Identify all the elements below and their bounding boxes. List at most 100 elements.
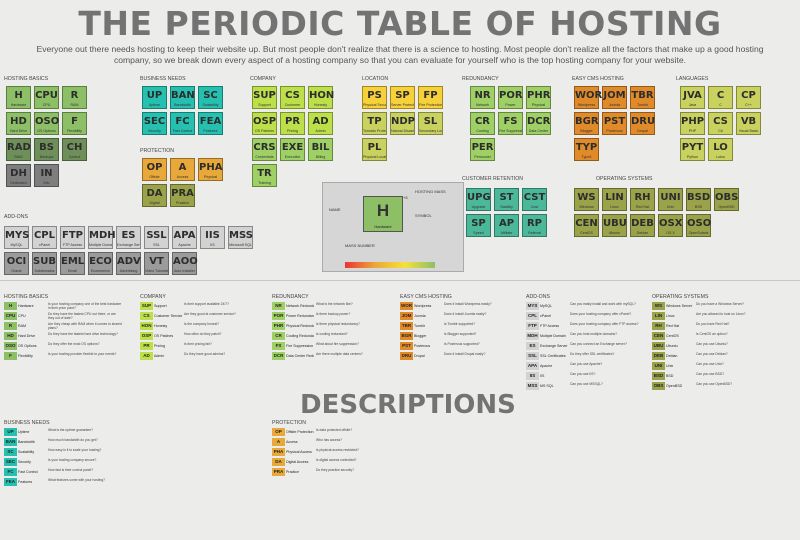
desc-name: Data Center Redundancy: [286, 354, 314, 358]
tile-symbol: NR: [474, 90, 491, 101]
tile-name: cPanel: [39, 243, 50, 247]
desc-symbol: FEA: [4, 478, 17, 486]
group-label-add-ons: ADD-ONS: [4, 214, 28, 220]
tile-name: Honesty: [313, 103, 328, 107]
desc-symbol: MYS: [526, 302, 539, 310]
tile-symbol: TP: [367, 116, 382, 127]
tile-symbol: ADV: [117, 256, 141, 267]
desc-symbol: R: [4, 322, 17, 330]
group-label-hosting-basics: HOSTING BASICS: [4, 76, 49, 82]
desc-question: How often do they patch?: [184, 332, 222, 336]
desc-symbol: BSD: [652, 372, 665, 380]
desc-name: Physical Redundancy: [286, 324, 314, 328]
tile-name: Exchange Server: [117, 243, 140, 247]
desc-question: Does your hosting company offer cPanel?: [570, 312, 632, 316]
tile-name: Fast Control: [172, 129, 193, 133]
tile-symbol: RAD: [7, 142, 31, 153]
tile-symbol: LO: [713, 142, 728, 153]
desc-name: OS Options: [18, 344, 37, 348]
tile-name: Control: [68, 155, 81, 159]
desc-name: Exchange Server: [540, 344, 568, 348]
desc-symbol: DA: [272, 458, 285, 466]
tile-symbol: SP: [471, 218, 486, 229]
tile-name: OpenSolaris: [688, 231, 709, 235]
tile-name: Pricing: [287, 129, 298, 133]
tile-symbol: OSO: [35, 116, 60, 127]
desc-name: FTP Access: [540, 324, 560, 328]
desc-question: Does it install Drupal easily?: [444, 352, 486, 356]
tile-name: Access: [176, 175, 189, 179]
tile-symbol: AD: [312, 116, 329, 127]
desc-symbol: SEC: [4, 458, 17, 466]
tile-name: Physical: [531, 103, 546, 107]
tile-name: Practice: [176, 201, 189, 205]
tile-symbol: F: [71, 116, 78, 127]
tile-name: Typo3: [581, 155, 592, 159]
desc-question: Do you have a Windows Server?: [696, 302, 745, 306]
desc-name: Linux: [666, 314, 675, 318]
tile-name: Stability: [500, 205, 513, 209]
tile-name: Upgrade: [471, 205, 486, 209]
tile-symbol: PS: [367, 90, 382, 101]
legend-name: Hardware: [374, 224, 392, 229]
desc-name: RAM: [18, 324, 26, 328]
desc-symbol: HON: [140, 322, 153, 330]
desc-symbol: SSL: [526, 352, 539, 360]
desc-symbol: OBS: [652, 382, 665, 390]
desc-question: Is cooling redundant?: [316, 332, 348, 336]
tile-name: Credentials: [255, 155, 274, 159]
desc-symbol: OP: [272, 428, 285, 436]
desc-name: Multiple Domain: [540, 334, 566, 338]
tile-name: Physical Location: [363, 155, 386, 159]
desc-question: Is your hosting company one of the best …: [48, 302, 122, 310]
desc-question: Are they cheap with RAM when it comes to…: [48, 322, 122, 330]
tile-symbol: WS: [577, 192, 596, 203]
tile-symbol: OSX: [659, 218, 683, 229]
desc-symbol: LIN: [652, 312, 665, 320]
desc-symbol: MSS: [526, 382, 539, 390]
tile-symbol: FEA: [199, 116, 222, 127]
tile-name: FTP Access: [62, 243, 83, 247]
tile-symbol: SP: [395, 90, 410, 101]
tile-name: Offsite: [149, 175, 160, 179]
desc-question: Is digital access controlled?: [316, 458, 357, 462]
desc-symbol: CEN: [652, 332, 665, 340]
tile-name: Windows: [579, 205, 594, 209]
desc-name: Network Redundancy: [286, 304, 314, 308]
tile-symbol: BS: [39, 142, 54, 153]
tile-symbol: CS: [285, 90, 300, 101]
tile-name: Java: [688, 103, 697, 107]
tile-symbol: VT: [149, 256, 164, 267]
desc-name: Access: [286, 440, 298, 444]
tile-symbol: CST: [523, 192, 546, 203]
group-label-redundancy: REDUNDANCY: [462, 76, 499, 82]
